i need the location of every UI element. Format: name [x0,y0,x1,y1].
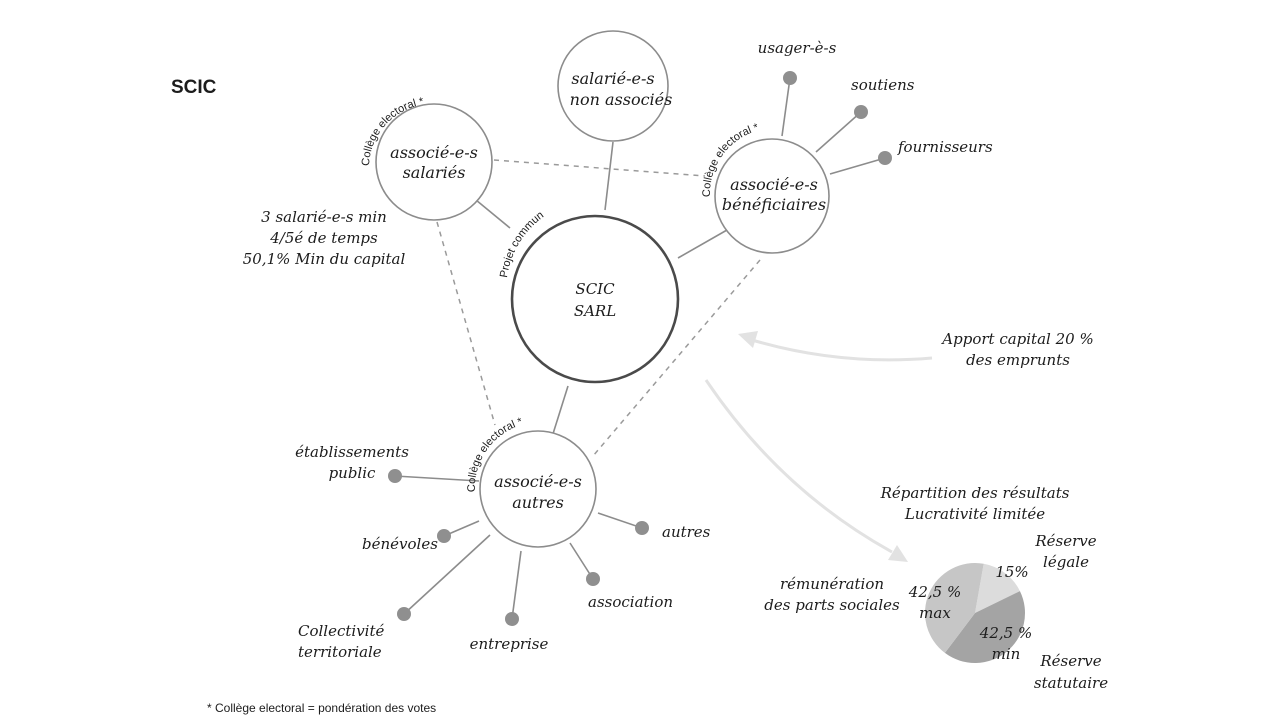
dot-benevoles [437,529,451,543]
beneficiaires-line1: associé-e-s [730,175,818,194]
link-beneficiaires-center [677,229,728,259]
circle-beneficiaires [714,138,830,254]
reserve-statutaire-label-1: Réserve [1039,652,1101,670]
dot-entreprise [505,612,519,626]
circle-salaries [375,103,493,221]
dot-autres [635,521,649,535]
remuneration-label-1: rémunération [780,575,884,593]
slice-label-remuneration-1: 42,5 % [908,583,961,601]
repartition-arrow [704,379,893,554]
remuneration-label-2: des parts sociales [764,596,900,614]
center-line1: SCIC [575,280,615,298]
autres-line2: autres [512,493,564,512]
slice-label-statutaire-2: min [992,645,1021,663]
reserve-statutaire-label-2: statutaire [1034,674,1108,692]
pie-slice-0 [975,563,1020,613]
footnote: * Collège electoral = pondération des vo… [207,701,436,715]
label-etab-public-2: public [329,464,376,482]
apport-line2: des emprunts [966,351,1070,369]
spoke-soutiens [815,111,862,153]
label-etab-public-1: établissements [295,443,409,461]
label-benevoles: bénévoles [362,535,438,553]
non-associes-line1: salarié-e-s [571,69,654,88]
label-collectivite-2: territoriale [298,643,382,661]
apport-line1: Apport capital 20 % [940,330,1093,348]
link-non-associes-center [604,141,614,211]
spoke-autres [597,512,643,529]
beneficiaires-line2: bénéficiaires [722,195,826,214]
center-line2: SARL [574,302,616,320]
slice-label-remuneration-2: max [919,604,951,622]
autres-line1: associé-e-s [494,472,582,491]
salaries-note-1: 3 salarié-e-s min [261,208,387,226]
salaries-line2: salariés [403,163,466,182]
spoke-collectivite [403,534,491,615]
apport-arrowhead [738,331,758,348]
circle-scic-sarl [510,214,680,384]
dot-collectivite [397,607,411,621]
link-autres-center [551,385,569,438]
pie-slice-2 [924,562,984,653]
label-fournisseurs: fournisseurs [897,138,993,156]
spoke-usagers [781,77,791,137]
salaries-line1: associé-e-s [390,143,478,162]
slice-label-statutaire-1: 42,5 % [979,624,1032,642]
dashed-link-salaries-autres [436,221,496,426]
salaries-note-2: 4/5é de temps [269,229,378,247]
spoke-entreprise [511,550,522,620]
label-usagers: usager-è-s [758,39,837,57]
repartition-title-2: Lucrativité limitée [904,505,1045,523]
reserve-legale-label-2: légale [1043,553,1089,571]
label-autres: autres [662,523,711,541]
dot-usagers [783,71,797,85]
reserve-legale-label-1: Réserve [1034,532,1096,550]
dot-etab-public [388,469,402,483]
slice-label-legale: 15% [995,563,1028,581]
label-association: association [588,593,673,611]
dot-soutiens [854,105,868,119]
repartition-title-1: Répartition des résultats [880,484,1070,502]
repartition-arrowhead [888,545,908,562]
repartition-pie [924,562,1025,664]
label-entreprise: entreprise [470,635,549,653]
salaries-note-3: 50,1% Min du capital [243,250,406,268]
non-associes-line2: non associés [570,90,673,109]
dot-fournisseurs [878,151,892,165]
circle-non-associes [557,30,669,142]
dashed-link-salaries-beneficiaires [493,159,706,177]
spoke-fournisseurs [829,157,886,175]
link-salaries-center [475,199,511,229]
dashed-link-beneficiaires-autres [592,259,761,457]
apport-arrow [751,338,933,362]
spoke-etab-public [394,475,480,482]
diagram-title: SCIC [171,77,217,98]
pie-slice-1 [944,591,1025,664]
circle-autres [479,430,597,548]
dot-association [586,572,600,586]
label-soutiens: soutiens [851,76,915,94]
spoke-association [569,542,594,580]
label-collectivite-1: Collectivité [298,622,385,640]
